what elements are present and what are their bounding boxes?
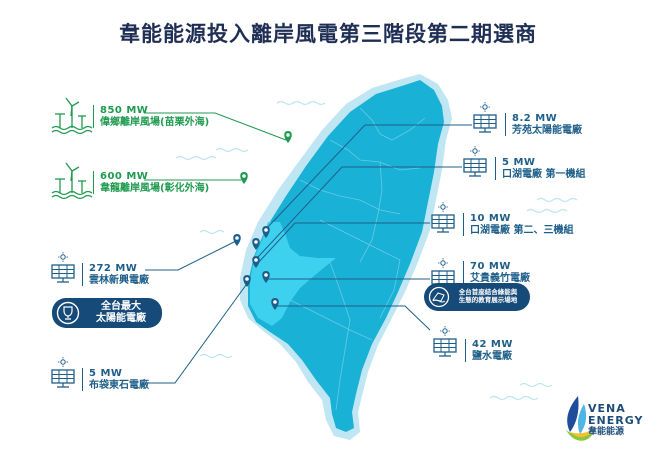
site-name: 芳苑太陽能電廠 — [512, 124, 582, 136]
badge-line-1: 全台首座結合綠能與 — [458, 288, 518, 297]
solar-panel-icon — [51, 251, 75, 283]
solar-panel-icon — [473, 101, 497, 133]
capacity-text: 8.2 MW — [512, 113, 558, 124]
capacity-text: 42 MW — [472, 339, 513, 350]
solar-panel-icon — [431, 201, 455, 233]
solar-site-label: 5 MW 口湖電廠 第一機組 — [495, 157, 585, 180]
logo-line-1: VENA — [588, 402, 626, 415]
page-title: 韋能能源投入離岸風電第三階段第二期選商 — [119, 22, 537, 46]
map-pin-icon — [252, 256, 260, 268]
solar-panel-icon — [51, 356, 75, 388]
solar-connectors — [145, 124, 472, 384]
badge-line-1: 全台最大 — [101, 301, 141, 312]
site-name: 韋龍離岸風場(彰化外海) — [100, 182, 210, 194]
wind-turbine-icon — [51, 162, 93, 200]
solar-site-label: 70 MW 艾貴義竹電廠 — [463, 261, 530, 284]
map-pin-icon — [233, 234, 241, 246]
site-name: 口湖電廠 第二、三機組 — [470, 224, 574, 236]
solar-site-label: 42 MW 鹽水電廠 — [465, 339, 513, 362]
site-name: 偉鄉離岸風場(苗栗外海) — [100, 116, 210, 128]
capacity-text: 272 MW — [89, 263, 138, 274]
wind-connectors — [144, 112, 287, 181]
eco-solar-icon — [428, 286, 450, 308]
site-name: 雲林新興電廠 — [89, 274, 149, 286]
capacity-text: 5 MW — [89, 368, 123, 379]
solar-site-label: 5 MW 布袋東石電廠 — [82, 368, 149, 391]
site-name: 艾貴義竹電廠 — [470, 272, 530, 284]
solar-pins — [233, 226, 279, 310]
solar-panel-icon — [433, 325, 457, 357]
map-pin-icon — [262, 226, 270, 238]
capacity-text: 850 MW — [100, 105, 149, 116]
site-name: 口湖電廠 第一機組 — [502, 168, 586, 180]
leaf-logo-icon — [566, 396, 594, 441]
map-pin-icon — [243, 275, 251, 287]
solar-site-label: 8.2 MW 芳苑太陽能電廠 — [505, 113, 582, 136]
badge-line-2: 太陽能電廠 — [96, 313, 146, 324]
solar-site-label: 272 MW 雲林新興電廠 — [82, 263, 149, 286]
wave-decorations — [175, 100, 578, 401]
wind-turbine-icon — [51, 97, 93, 135]
map-pin-icon — [262, 271, 270, 283]
map-pin-icon — [240, 172, 248, 184]
solar-site-label: 10 MW 口湖電廠 第二、三機組 — [463, 213, 573, 236]
vena-energy-logo: VENA ENERGY 韋能能源 — [588, 403, 643, 438]
trophy-icon — [56, 301, 80, 325]
site-name: 鹽水電廠 — [472, 350, 512, 362]
map-pin-icon — [252, 238, 260, 250]
wind-farm-label: 850 MW 偉鄉離岸風場(苗栗外海) — [93, 105, 209, 128]
logo-line-2: ENERGY — [588, 413, 644, 427]
largest-solar-badge: 全台最大 太陽能電廠 — [52, 298, 162, 328]
badge-line-2: 生態的教育展示場地 — [458, 296, 518, 304]
county-borders — [289, 107, 426, 411]
map-pin-icon — [271, 298, 279, 310]
eco-showcase-badge: 全台首座結合綠能與 生態的教育展示場地 — [424, 283, 530, 311]
map-pin-icon — [284, 131, 292, 143]
wind-pins — [240, 131, 292, 184]
solar-panel-icon — [463, 145, 487, 177]
logo-chinese-name: 韋能能源 — [588, 427, 625, 438]
site-name: 布袋東石電廠 — [89, 379, 149, 391]
capacity-text: 10 MW — [470, 213, 511, 224]
capacity-text: 5 MW — [502, 157, 536, 168]
capacity-text: 70 MW — [470, 261, 511, 272]
wind-farm-label: 600 MW 韋龍離岸風場(彰化外海) — [93, 171, 209, 194]
capacity-text: 600 MW — [100, 171, 149, 182]
